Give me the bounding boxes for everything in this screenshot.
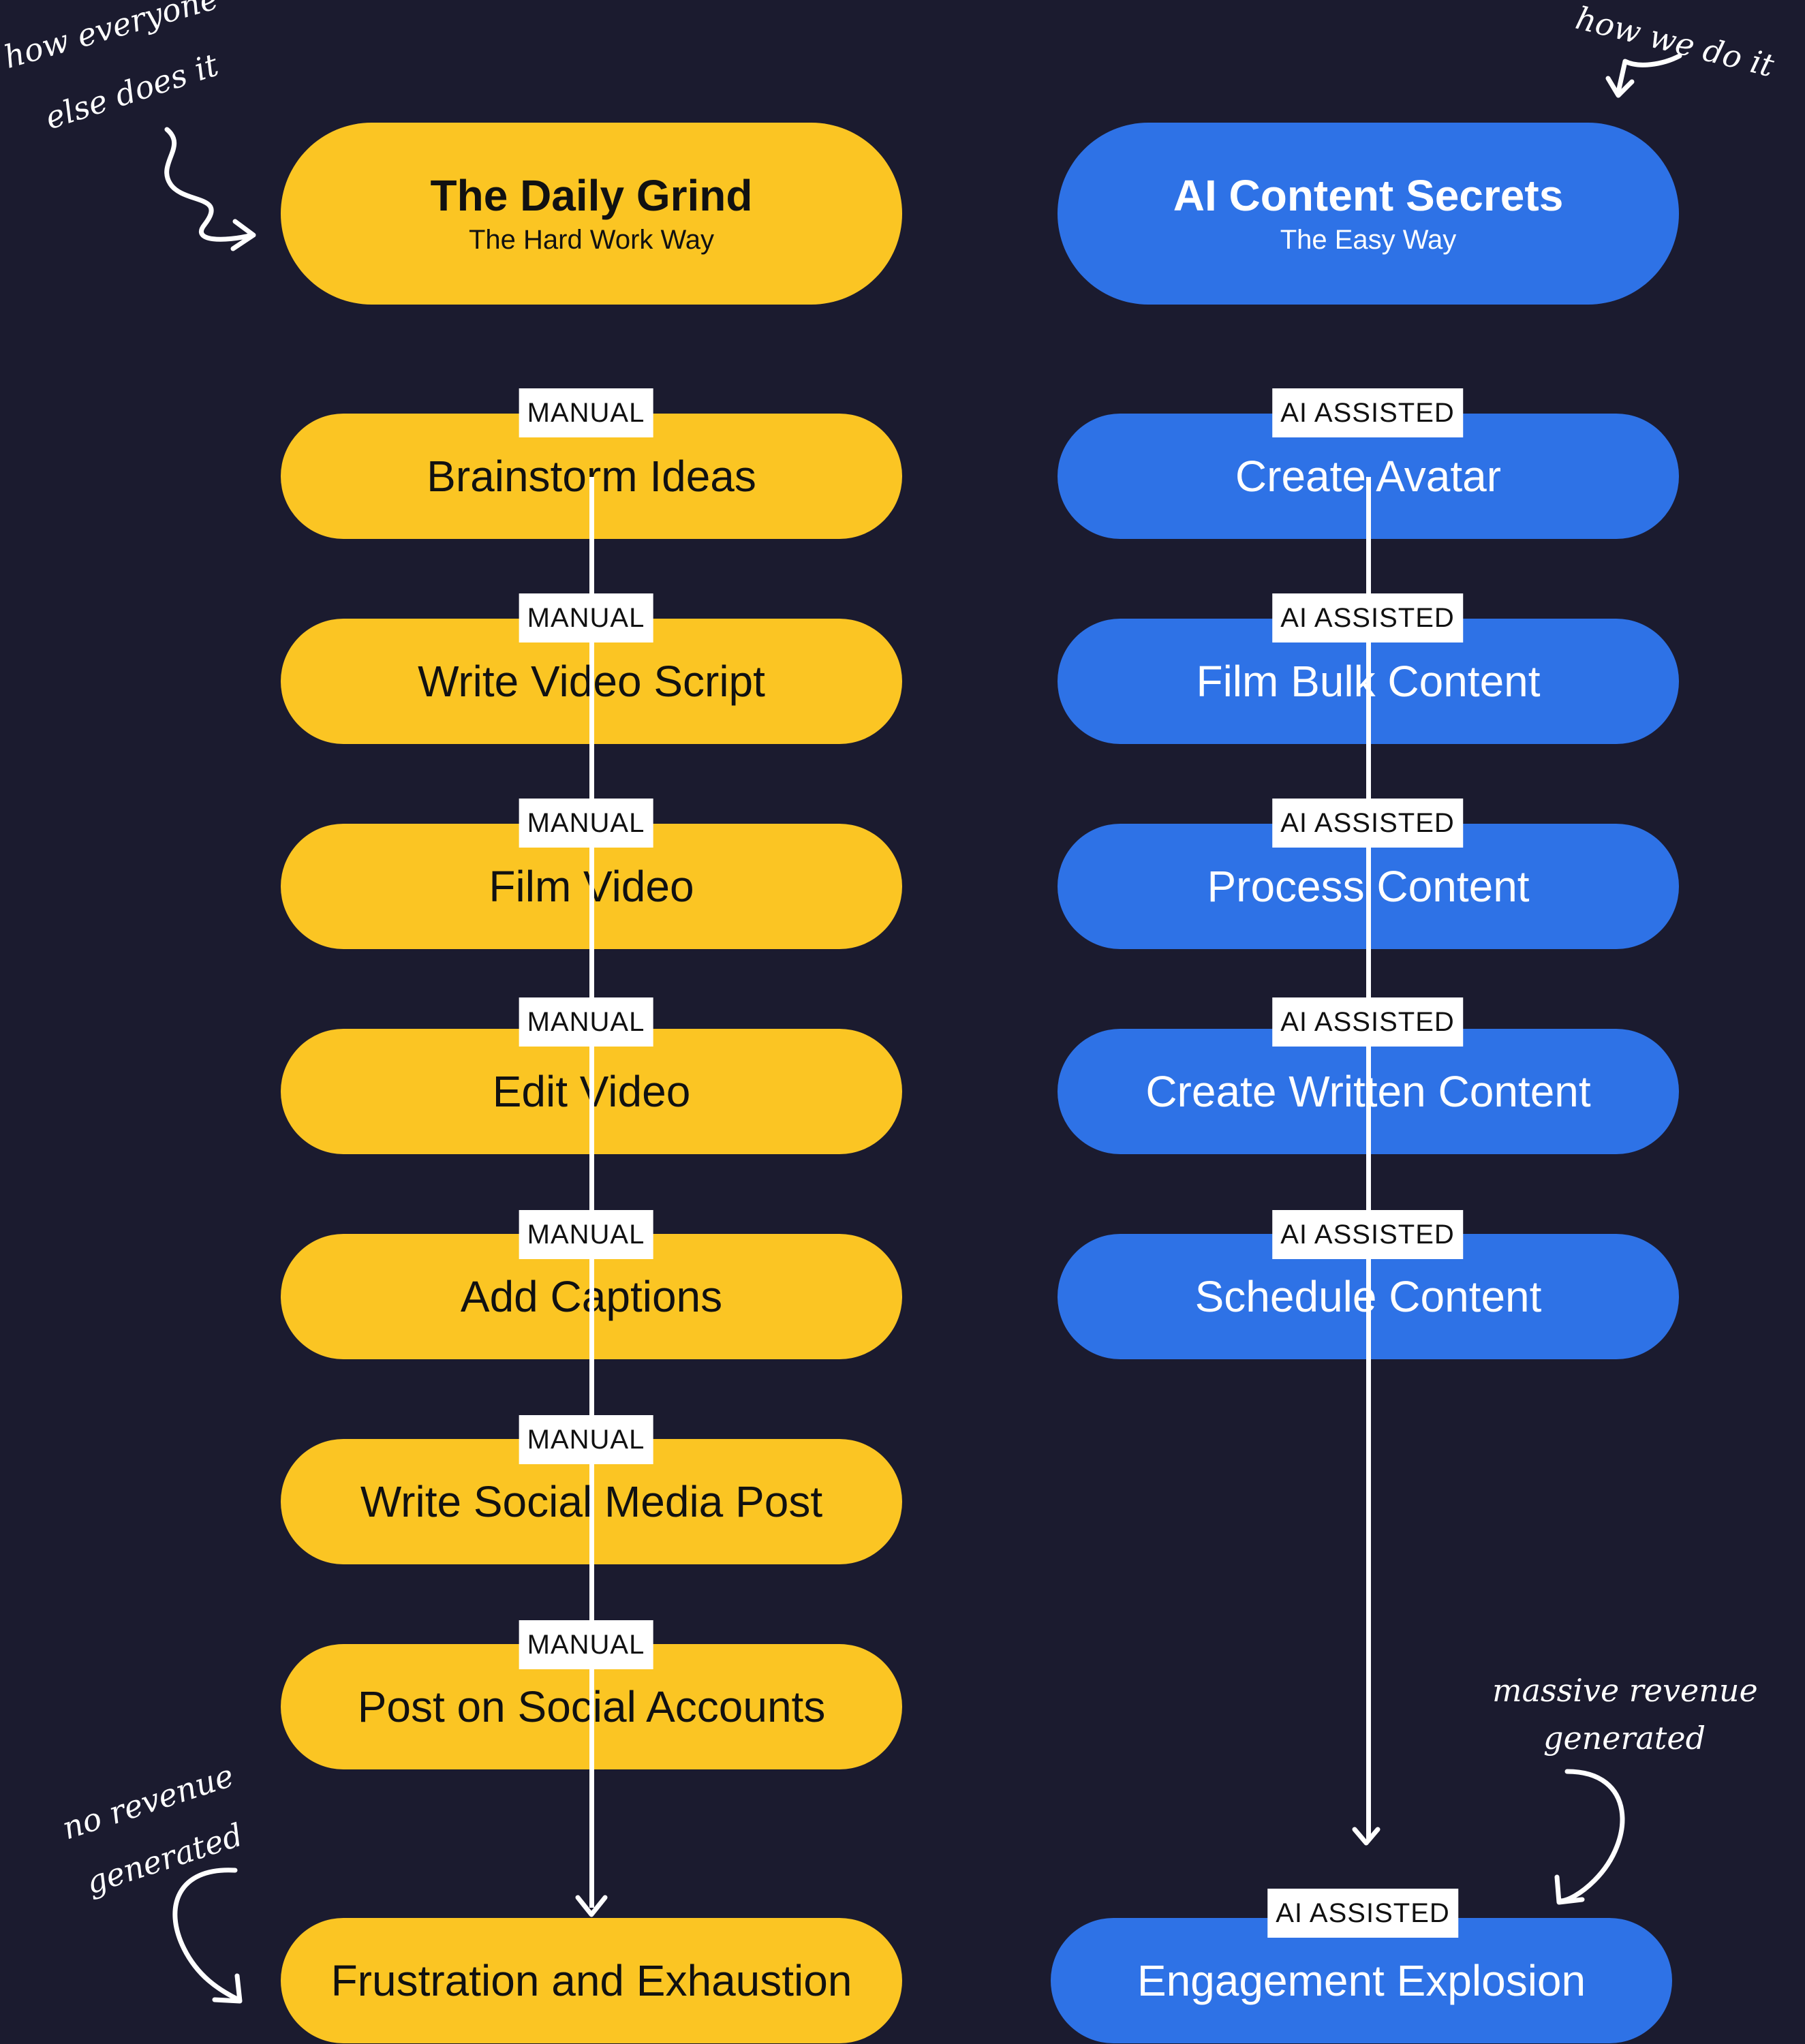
ai-assisted-badge: AI ASSISTED bbox=[1267, 1889, 1458, 1938]
note-generated-right: generated bbox=[1543, 1720, 1706, 1756]
squiggle-arrow-icon bbox=[164, 127, 255, 242]
note-massive-revenue: massive revenue bbox=[1492, 1672, 1758, 1709]
note-how-we-do-it: how we do it bbox=[1572, 0, 1778, 84]
right-outcome-label: Engagement Explosion bbox=[1137, 1956, 1586, 2005]
left-header-subtitle: The Hard Work Way bbox=[468, 225, 715, 256]
right-header-title: AI Content Secrets bbox=[1173, 170, 1564, 220]
curved-arrow-icon bbox=[1558, 1769, 1625, 1904]
right-outcome: Engagement Explosion bbox=[1051, 1918, 1672, 2043]
ai-assisted-badge: AI ASSISTED bbox=[1272, 593, 1463, 642]
left-header: The Daily Grind The Hard Work Way bbox=[281, 123, 902, 305]
right-header-subtitle: The Easy Way bbox=[1280, 225, 1457, 256]
note-else-does-it: else does it bbox=[40, 46, 223, 137]
left-header-title: The Daily Grind bbox=[430, 170, 753, 220]
manual-badge: MANUAL bbox=[519, 593, 653, 642]
manual-badge: MANUAL bbox=[519, 388, 653, 437]
manual-badge: MANUAL bbox=[519, 997, 653, 1047]
left-connector-line bbox=[589, 477, 594, 1908]
right-connector-line bbox=[1366, 477, 1371, 1840]
left-outcome: Frustration and Exhaustion bbox=[281, 1918, 902, 2043]
ai-assisted-badge: AI ASSISTED bbox=[1272, 1210, 1463, 1259]
ai-assisted-badge: AI ASSISTED bbox=[1272, 388, 1463, 437]
manual-badge: MANUAL bbox=[519, 1415, 653, 1464]
right-header: AI Content Secrets The Easy Way bbox=[1058, 123, 1679, 305]
ai-assisted-badge: AI ASSISTED bbox=[1272, 997, 1463, 1047]
left-outcome-label: Frustration and Exhaustion bbox=[330, 1956, 852, 2005]
manual-badge: MANUAL bbox=[519, 1210, 653, 1259]
ai-assisted-badge: AI ASSISTED bbox=[1272, 799, 1463, 848]
curved-arrow-icon bbox=[1616, 53, 1682, 95]
curved-arrow-icon bbox=[172, 1868, 241, 2002]
manual-badge: MANUAL bbox=[519, 799, 653, 848]
manual-badge: MANUAL bbox=[519, 1620, 653, 1669]
